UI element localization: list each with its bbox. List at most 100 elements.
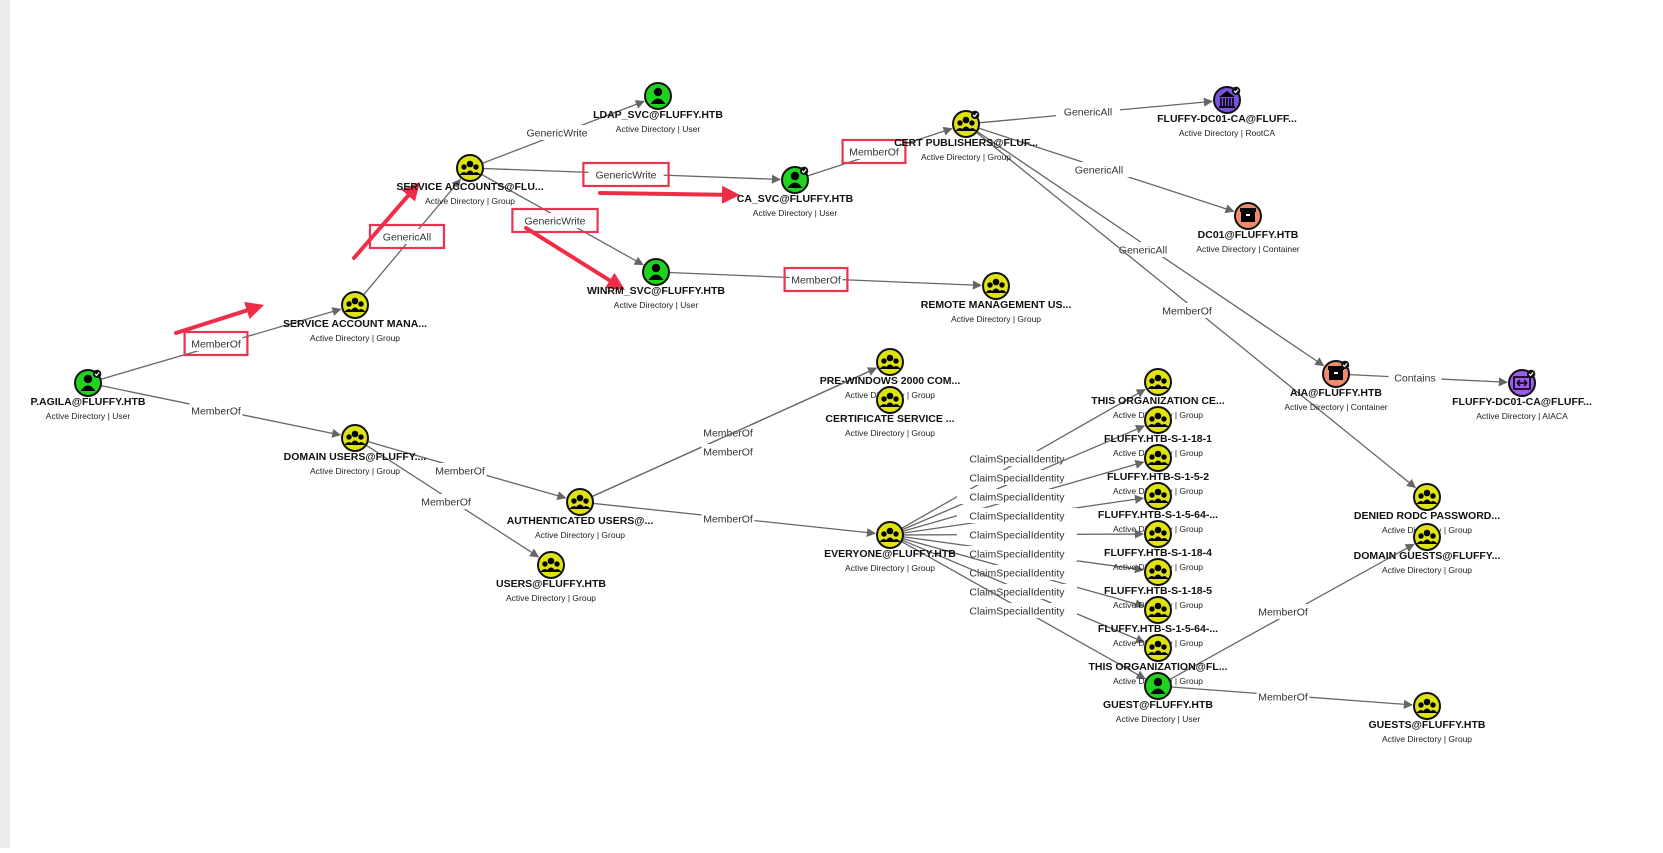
edge-label: GenericAll [1064,107,1112,119]
graph-node-s15641[interactable]: FLUFFY.HTB-S-1-5-64-...Active Directory … [1098,482,1218,534]
graph-edge[interactable]: MemberOf [367,440,567,501]
graph-node-svcacc[interactable]: SERVICE ACCOUNTS@FLU...Active Directory … [396,154,544,206]
graph-edge[interactable]: GenericWrite [481,100,645,164]
graph-node-domguests[interactable]: DOMAIN GUESTS@FLUFFY...Active Directory … [1354,523,1501,575]
graph-edge[interactable]: GenericAll [978,127,1235,214]
node-circle[interactable] [1144,444,1172,472]
node-circle[interactable] [1144,368,1172,396]
edge-label: ClaimSpecialIdentity [969,530,1065,542]
node-label: LDAP_SVC@FLUFFY.HTB [593,109,723,121]
node-circle[interactable] [566,488,594,516]
rootca-icon [1219,91,1235,108]
graph-edge[interactable]: MemberOf [668,266,982,293]
edge-label-bg [519,125,595,140]
node-label: CERT PUBLISHERS@FLUF... [894,137,1038,149]
graph-node-authusers[interactable]: AUTHENTICATED USERS@...Active Directory … [507,488,654,540]
graph-edge[interactable]: MemberOf [1170,686,1413,709]
node-circle[interactable] [1144,482,1172,510]
edge-label-bg [701,444,755,459]
edge-line[interactable] [591,367,878,498]
graph-edge[interactable]: ClaimSpecialIdentity [902,536,1145,574]
graph-edge[interactable]: GenericAll [362,178,461,296]
node-label: GUESTS@FLUFFY.HTB [1369,719,1486,731]
graph-edge[interactable]: ClaimSpecialIdentity [901,424,1146,531]
graph-edge[interactable]: MemberOf [1169,543,1415,681]
node-label: SERVICE ACCOUNTS@FLU... [396,181,543,193]
graph-node-aiaca[interactable]: FLUFFY-DC01-CA@FLUFF...Active Directory … [1452,369,1592,421]
node-circle[interactable] [1144,406,1172,434]
edge-label: MemberOf [191,339,241,351]
node-circle[interactable] [341,424,369,452]
graph-edge[interactable]: MemberOf [975,131,1417,489]
graph-edge[interactable]: ClaimSpecialIdentity [902,537,1145,609]
group-icon [879,392,901,407]
graph-edge[interactable]: GenericAll [976,130,1325,367]
edge-label: GenericWrite [524,216,585,228]
node-circle[interactable] [1144,596,1172,624]
graph-edge[interactable]: ClaimSpecialIdentity [901,540,1146,680]
node-circle[interactable] [341,291,369,319]
edge-label-bg [1067,162,1131,177]
graph-node-remote[interactable]: REMOTE MANAGEMENT US...Active Directory … [921,272,1072,324]
highlight-box [368,223,446,250]
node-label: EVERYONE@FLUFFY.HTB [824,548,956,560]
node-circle[interactable] [1413,692,1441,720]
node-sublabel: Active Directory | User [46,411,131,421]
graph-edge[interactable]: ClaimSpecialIdentity [902,494,1145,534]
node-label: FLUFFY.HTB-S-1-5-64-... [1098,509,1218,521]
node-circle[interactable] [1413,523,1441,551]
graph-node-rootca[interactable]: FLUFFY-DC01-CA@FLUFF...Active Directory … [1157,86,1297,138]
node-circle[interactable] [876,348,904,376]
graph-edge[interactable]: ClaimSpecialIdentity [900,388,1146,530]
graph-edge[interactable]: GenericWrite [481,173,644,266]
graph-edge[interactable]: ClaimSpecialIdentity [901,539,1146,644]
node-circle[interactable] [1413,483,1441,511]
graph-edge[interactable]: ClaimSpecialIdentity [902,460,1145,533]
graph-node-certsvc[interactable]: CERTIFICATE SERVICE ...Active Directory … [825,386,955,438]
node-circle[interactable] [456,154,484,182]
graph-edge[interactable]: MemberOf [591,367,878,498]
graph-node-domusers[interactable]: DOMAIN USERS@FLUFFY....Active Directory … [284,424,427,476]
graph-edge[interactable]: ClaimSpecialIdentity [902,527,1144,542]
node-circle[interactable] [876,386,904,414]
edge-label-bg [957,527,1077,542]
node-sublabel: Active Directory | Group [1382,565,1472,575]
graph-edge[interactable]: Contains [1348,370,1508,387]
graph-edge[interactable]: GenericAll [978,97,1213,124]
highlight-box [841,138,907,165]
node-circle[interactable] [537,551,565,579]
edge-label: MemberOf [849,147,899,159]
group-icon [1147,564,1169,579]
edges-layer: MemberOfMemberOfGenericAllGenericWriteGe… [100,97,1508,709]
node-sublabel: Active Directory | Group [535,530,625,540]
graph-node-sam[interactable]: SERVICE ACCOUNT MANA...Active Directory … [283,291,427,343]
graph-edge[interactable]: MemberOf [592,502,876,538]
badge-icon [799,166,809,176]
node-circle[interactable] [982,272,1010,300]
edge-label-bg [789,272,843,287]
node-sublabel: Active Directory | Group [310,333,400,343]
node-circle[interactable] [876,521,904,549]
highlight-box [511,207,599,234]
node-circle[interactable] [1144,558,1172,586]
graph-edge[interactable]: MemberOf [100,307,342,380]
graph-edge[interactable]: MemberOf [807,126,953,177]
graph-node-certpub[interactable]: CERT PUBLISHERS@FLUF...Active Directory … [894,110,1038,162]
node-circle[interactable] [1144,520,1172,548]
graph-edge[interactable]: GenericWrite [482,161,781,188]
graph-edge[interactable]: MemberOf [365,444,540,558]
graph-edge[interactable]: MemberOf [100,384,342,438]
node-circle[interactable] [1144,634,1172,662]
